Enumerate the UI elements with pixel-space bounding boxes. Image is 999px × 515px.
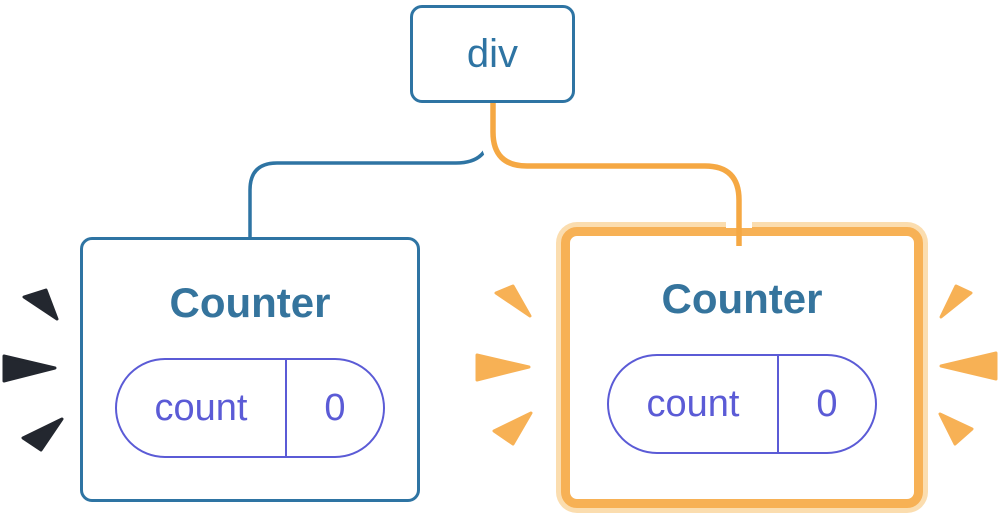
burst-wedge-icon	[475, 353, 531, 382]
burst-marks-right-counter-left-side	[475, 284, 533, 446]
burst-marks-left-counter	[2, 288, 64, 452]
edge-root-to-right-counter	[490, 103, 742, 246]
state-value: 0	[285, 360, 383, 456]
burst-wedge-icon	[22, 288, 59, 321]
state-pill: count 0	[115, 358, 385, 458]
state-key: count	[154, 386, 248, 429]
burst-wedge-icon	[939, 284, 973, 319]
root-node-label: div	[466, 31, 519, 76]
tree-root-node: div	[410, 5, 575, 103]
edge-root-to-left-counter	[248, 103, 492, 240]
burst-wedge-icon	[939, 351, 998, 381]
counter-card-right-highlighted: Counter count 0	[561, 227, 923, 508]
burst-wedge-icon	[492, 411, 533, 446]
burst-wedge-icon	[494, 284, 532, 318]
counter-title: Counter	[169, 279, 331, 326]
state-key: count	[646, 382, 740, 425]
state-pill: count 0	[607, 354, 877, 454]
burst-wedge-icon	[2, 354, 57, 383]
counter-title: Counter	[661, 275, 823, 322]
edge-white-casing	[480, 103, 752, 228]
burst-wedge-icon	[938, 412, 974, 446]
burst-wedge-icon	[21, 417, 64, 452]
counter-card-left: Counter count 0	[80, 237, 420, 502]
burst-marks-right-counter-right-side	[938, 284, 998, 446]
state-value: 0	[777, 356, 875, 452]
